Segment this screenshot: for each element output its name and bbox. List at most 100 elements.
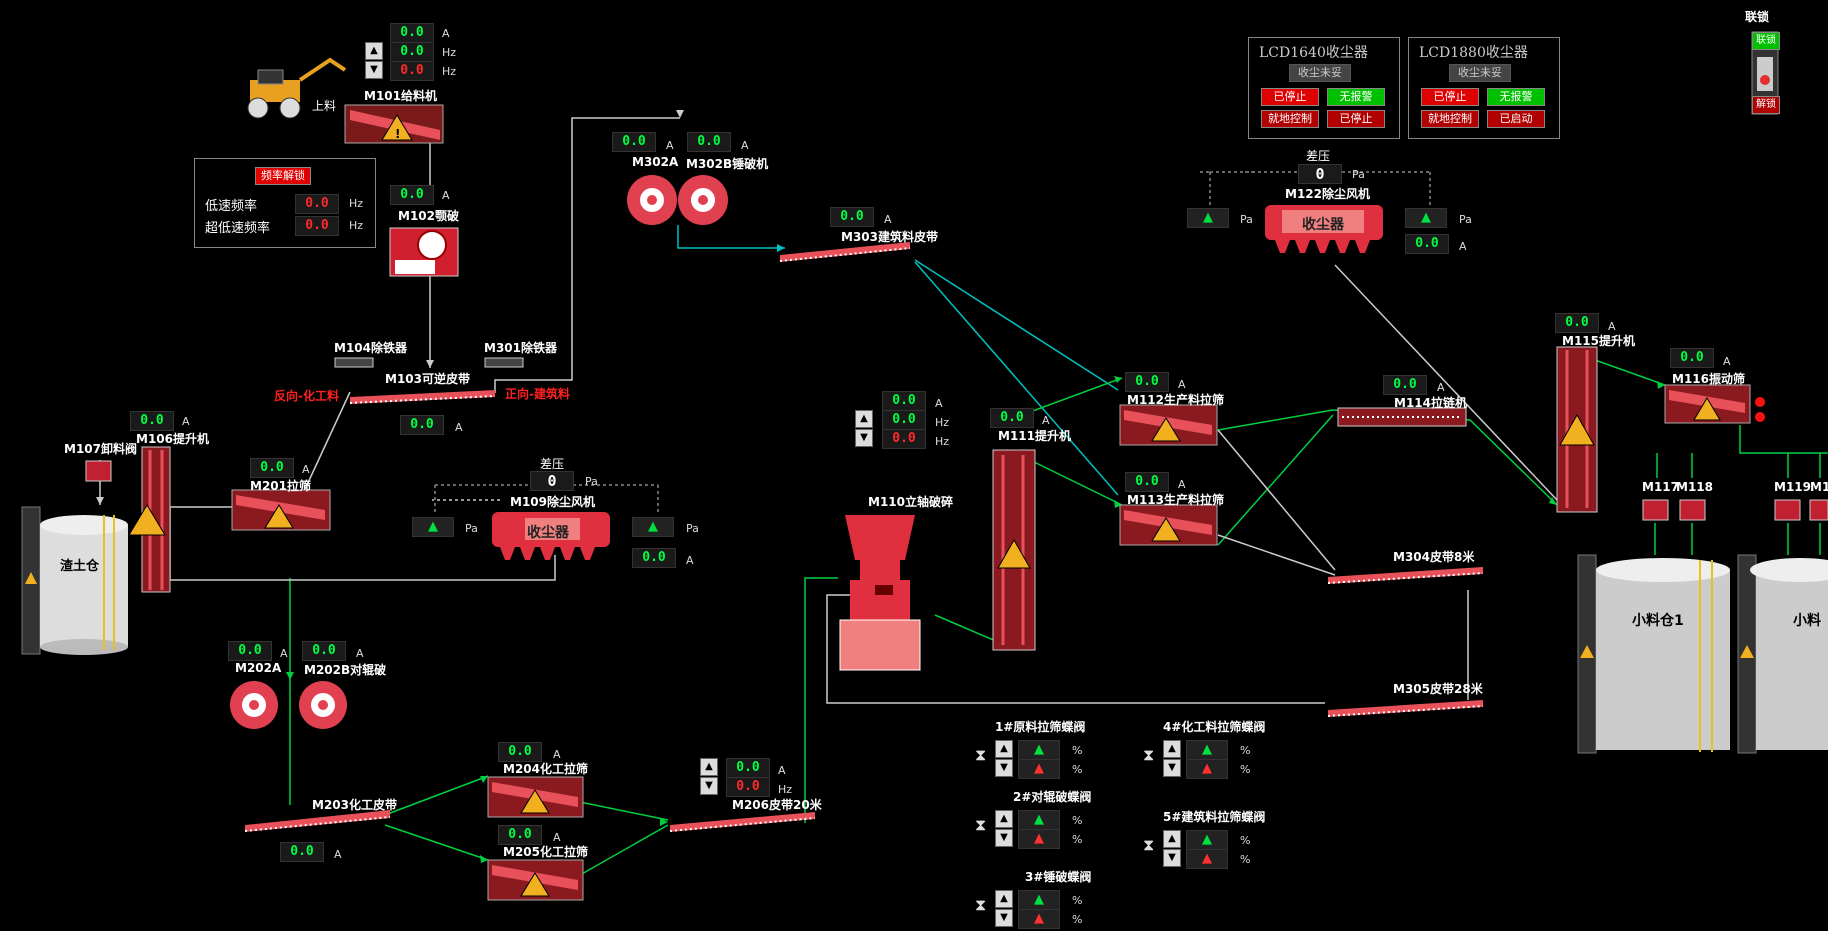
m110-freq-set[interactable]: 0.0: [882, 410, 926, 430]
m101-load-label: 上料: [312, 99, 337, 113]
m109-diff-label: 差压: [540, 457, 565, 471]
lcd1640-local-control-button[interactable]: 就地控制: [1261, 110, 1319, 128]
valve2-open-button[interactable]: ▲: [995, 810, 1013, 828]
m110-freq-down-button[interactable]: ▼: [855, 429, 873, 447]
m119-label[interactable]: M119: [1774, 480, 1811, 494]
m206-freq-up-button[interactable]: ▲: [700, 758, 718, 776]
valve1-close-indicator: ▲: [1018, 759, 1060, 779]
freq-unlock-button[interactable]: 频率解锁: [255, 167, 311, 185]
m122-box-label[interactable]: 收尘器: [1302, 217, 1344, 233]
m122-label[interactable]: M122除尘风机: [1285, 187, 1370, 201]
m204-label[interactable]: M204化工拉筛: [503, 762, 588, 776]
interlock-on-button[interactable]: 联锁: [1752, 32, 1780, 50]
m205-label[interactable]: M205化工拉筛: [503, 845, 588, 859]
valve4-close-indicator: ▲: [1186, 759, 1228, 779]
valve5-close-button[interactable]: ▼: [1163, 849, 1181, 867]
m101-label[interactable]: M101给料机: [364, 89, 437, 103]
lcd1880-no-alarm-button[interactable]: 无报警: [1487, 88, 1545, 106]
valve4-label[interactable]: 4#化工料拉筛蝶阀: [1163, 720, 1266, 734]
m201-screen-graphic: [231, 489, 331, 531]
m115-label[interactable]: M115提升机: [1562, 334, 1635, 348]
m110-label[interactable]: M110立轴破碎: [868, 495, 953, 509]
m109-left-pressure-indicator: ▲: [412, 517, 454, 537]
valve4-open-button[interactable]: ▲: [1163, 740, 1181, 758]
reverse-chem-label[interactable]: 反向-化工料: [274, 389, 339, 403]
interlock-title: 联锁: [1745, 10, 1770, 24]
m202a-label[interactable]: M202A: [235, 661, 282, 675]
valve4-open-indicator: ▲: [1186, 740, 1228, 760]
m113-label[interactable]: M113生产料拉筛: [1127, 493, 1224, 507]
valve2-close-button[interactable]: ▼: [995, 829, 1013, 847]
valve4-close-button[interactable]: ▼: [1163, 759, 1181, 777]
valve5-label[interactable]: 5#建筑料拉筛蝶阀: [1163, 810, 1266, 824]
m112-label[interactable]: M112生产料拉筛: [1127, 393, 1224, 407]
m114-label[interactable]: M114拉链机: [1394, 396, 1467, 410]
m206-freq-down-button[interactable]: ▼: [700, 777, 718, 795]
small-bin2-label: 小料: [1793, 613, 1821, 629]
m107-label[interactable]: M107卸料阀: [64, 442, 137, 456]
lcd1640-status: 收尘未妥: [1289, 64, 1351, 82]
lcd1640-stopped-button[interactable]: 已停止: [1261, 88, 1319, 106]
m110-freq-feedback: 0.0: [882, 429, 926, 449]
lcd1640-stop-state-button[interactable]: 已停止: [1327, 110, 1385, 128]
m203-current: 0.0: [280, 842, 324, 862]
small-bin1-label: 小料仓1: [1632, 613, 1684, 629]
forward-build-label[interactable]: 正向-建筑料: [505, 387, 570, 401]
m117-label[interactable]: M117: [1642, 480, 1679, 494]
m112-current: 0.0: [1125, 372, 1169, 392]
m101-freq-set[interactable]: 0.0: [390, 42, 434, 62]
m205-current: 0.0: [498, 825, 542, 845]
valve3-close-button[interactable]: ▼: [995, 909, 1013, 927]
m118-label[interactable]: M118: [1676, 480, 1713, 494]
m116-label[interactable]: M116振动筛: [1672, 372, 1745, 386]
m109-label[interactable]: M109除尘风机: [510, 495, 595, 509]
lcd1880-local-control-button[interactable]: 就地控制: [1421, 110, 1479, 128]
valve4-icon: ⧗: [1143, 745, 1155, 764]
m110-freq-up-button[interactable]: ▲: [855, 410, 873, 428]
m302a-label[interactable]: M302A: [632, 155, 679, 169]
m113-current: 0.0: [1125, 472, 1169, 492]
m206-freq[interactable]: 0.0: [726, 777, 770, 797]
m106-label[interactable]: M106提升机: [136, 432, 209, 446]
valve5-open-button[interactable]: ▲: [1163, 830, 1181, 848]
m114-current: 0.0: [1383, 375, 1427, 395]
lcd1880-title: LCD1880收尘器: [1419, 45, 1528, 61]
small-bin-graphic: [1577, 554, 1828, 754]
m109-box-label[interactable]: 收尘器: [527, 525, 569, 541]
m1xx-label[interactable]: M1: [1810, 480, 1828, 494]
m302b-label[interactable]: M302B锤破机: [686, 157, 769, 171]
valve1-label[interactable]: 1#原料拉筛蝶阀: [995, 720, 1086, 734]
m303-label[interactable]: M303建筑料皮带: [841, 230, 938, 244]
m101-freq-down-button[interactable]: ▼: [365, 61, 383, 79]
m304-label[interactable]: M304皮带8米: [1393, 550, 1475, 564]
m201-label[interactable]: M201拉筛: [250, 479, 311, 493]
m301-label[interactable]: M301除铁器: [484, 341, 557, 355]
m104-label[interactable]: M104除铁器: [334, 341, 407, 355]
m106-current: 0.0: [130, 411, 174, 431]
m202b-label[interactable]: M202B对辊破: [304, 663, 387, 677]
m102-label[interactable]: M102颚破: [398, 209, 459, 223]
m101-freq-up-button[interactable]: ▲: [365, 42, 383, 60]
m102-jaw-crusher-graphic: [389, 227, 459, 277]
svg-text:!: !: [395, 127, 400, 141]
m111-label[interactable]: M111提升机: [998, 429, 1071, 443]
low-freq-value[interactable]: 0.0: [295, 194, 339, 214]
lcd1640-no-alarm-button[interactable]: 无报警: [1327, 88, 1385, 106]
m111-current: 0.0: [990, 408, 1034, 428]
valve3-label[interactable]: 3#锤破蝶阀: [1025, 870, 1092, 884]
lcd1880-started-button[interactable]: 已启动: [1487, 110, 1545, 128]
m305-label[interactable]: M305皮带28米: [1393, 682, 1483, 696]
m116-current: 0.0: [1670, 348, 1714, 368]
m122-right-pressure-indicator: ▲: [1405, 208, 1447, 228]
m103-label[interactable]: M103可逆皮带: [385, 372, 470, 386]
m203-label[interactable]: M203化工皮带: [312, 798, 397, 812]
m206-label[interactable]: M206皮带20米: [732, 798, 822, 812]
valve1-close-button[interactable]: ▼: [995, 759, 1013, 777]
freq-panel: 频率解锁 低速频率 0.0 Hz 超低速频率 0.0 Hz: [194, 158, 376, 248]
lcd1880-stopped-button[interactable]: 已停止: [1421, 88, 1479, 106]
ultra-low-freq-value[interactable]: 0.0: [295, 216, 339, 236]
valve1-open-button[interactable]: ▲: [995, 740, 1013, 758]
valve3-open-button[interactable]: ▲: [995, 890, 1013, 908]
valve2-label[interactable]: 2#对辊破蝶阀: [1013, 790, 1092, 804]
interlock-off-button[interactable]: 解锁: [1752, 96, 1780, 114]
